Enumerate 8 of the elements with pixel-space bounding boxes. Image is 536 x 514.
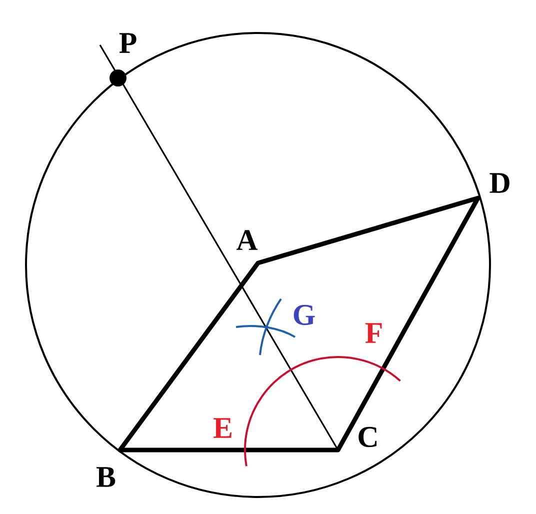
point-label: A — [236, 230, 258, 250]
point-label: F — [365, 323, 382, 343]
point-label: D — [490, 173, 510, 193]
point-label: E — [214, 418, 232, 438]
point-label: P — [119, 33, 136, 53]
point-label: C — [358, 426, 377, 448]
point-label: G — [294, 304, 315, 326]
point-label: B — [96, 467, 116, 487]
